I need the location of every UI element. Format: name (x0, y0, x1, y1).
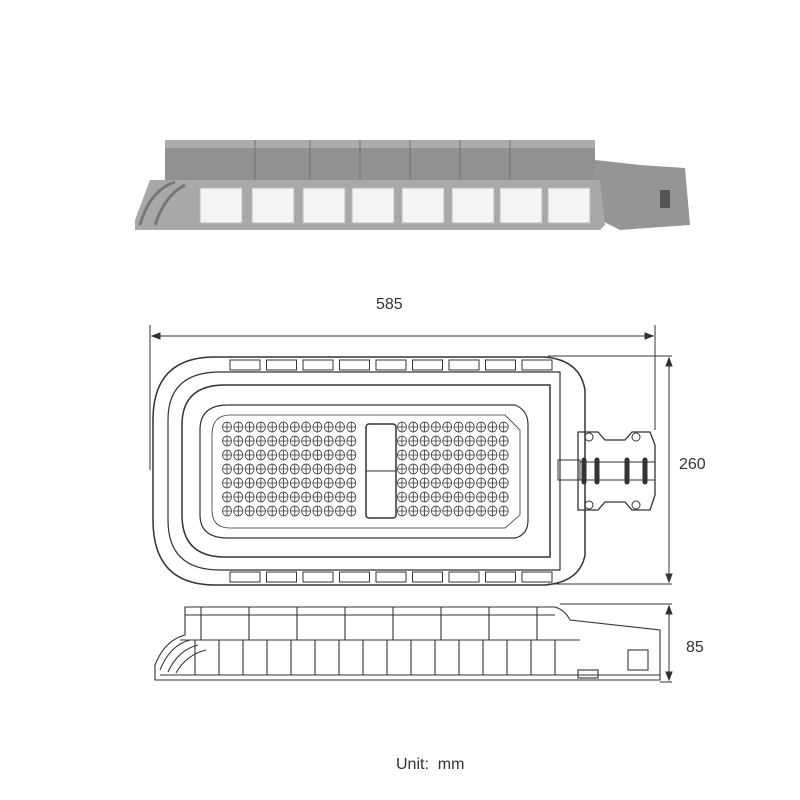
side-view (154, 606, 661, 681)
cooling-fin (375, 359, 407, 371)
cooling-fin (521, 571, 553, 583)
width-label: 260 (679, 456, 706, 473)
cooling-fin (521, 359, 553, 371)
width-dimension (548, 355, 673, 585)
mounting-bracket (577, 431, 656, 511)
unit-label: Unit: mm (396, 756, 465, 773)
length-dimension (149, 325, 656, 470)
cooling-fin (412, 571, 443, 583)
cooling-fin (266, 571, 297, 583)
cooling-fin (448, 359, 480, 371)
cooling-fin (266, 359, 297, 371)
cooling-fin (302, 359, 334, 371)
cooling-fin (229, 571, 261, 583)
cooling-fin (229, 359, 261, 371)
perspective-render (135, 140, 690, 230)
cooling-fin (412, 359, 443, 371)
cooling-fin (375, 571, 407, 583)
cooling-fin (485, 359, 516, 371)
mount-arm (590, 160, 690, 230)
cooling-fin (485, 571, 516, 583)
cooling-fin (339, 571, 370, 583)
cooling-fin (448, 571, 480, 583)
plan-view (152, 356, 656, 586)
cooling-fin (339, 359, 370, 371)
height-label: 85 (686, 639, 704, 656)
height-dimension (560, 603, 673, 683)
length-label: 585 (376, 296, 403, 313)
cooling-fin (302, 571, 334, 583)
